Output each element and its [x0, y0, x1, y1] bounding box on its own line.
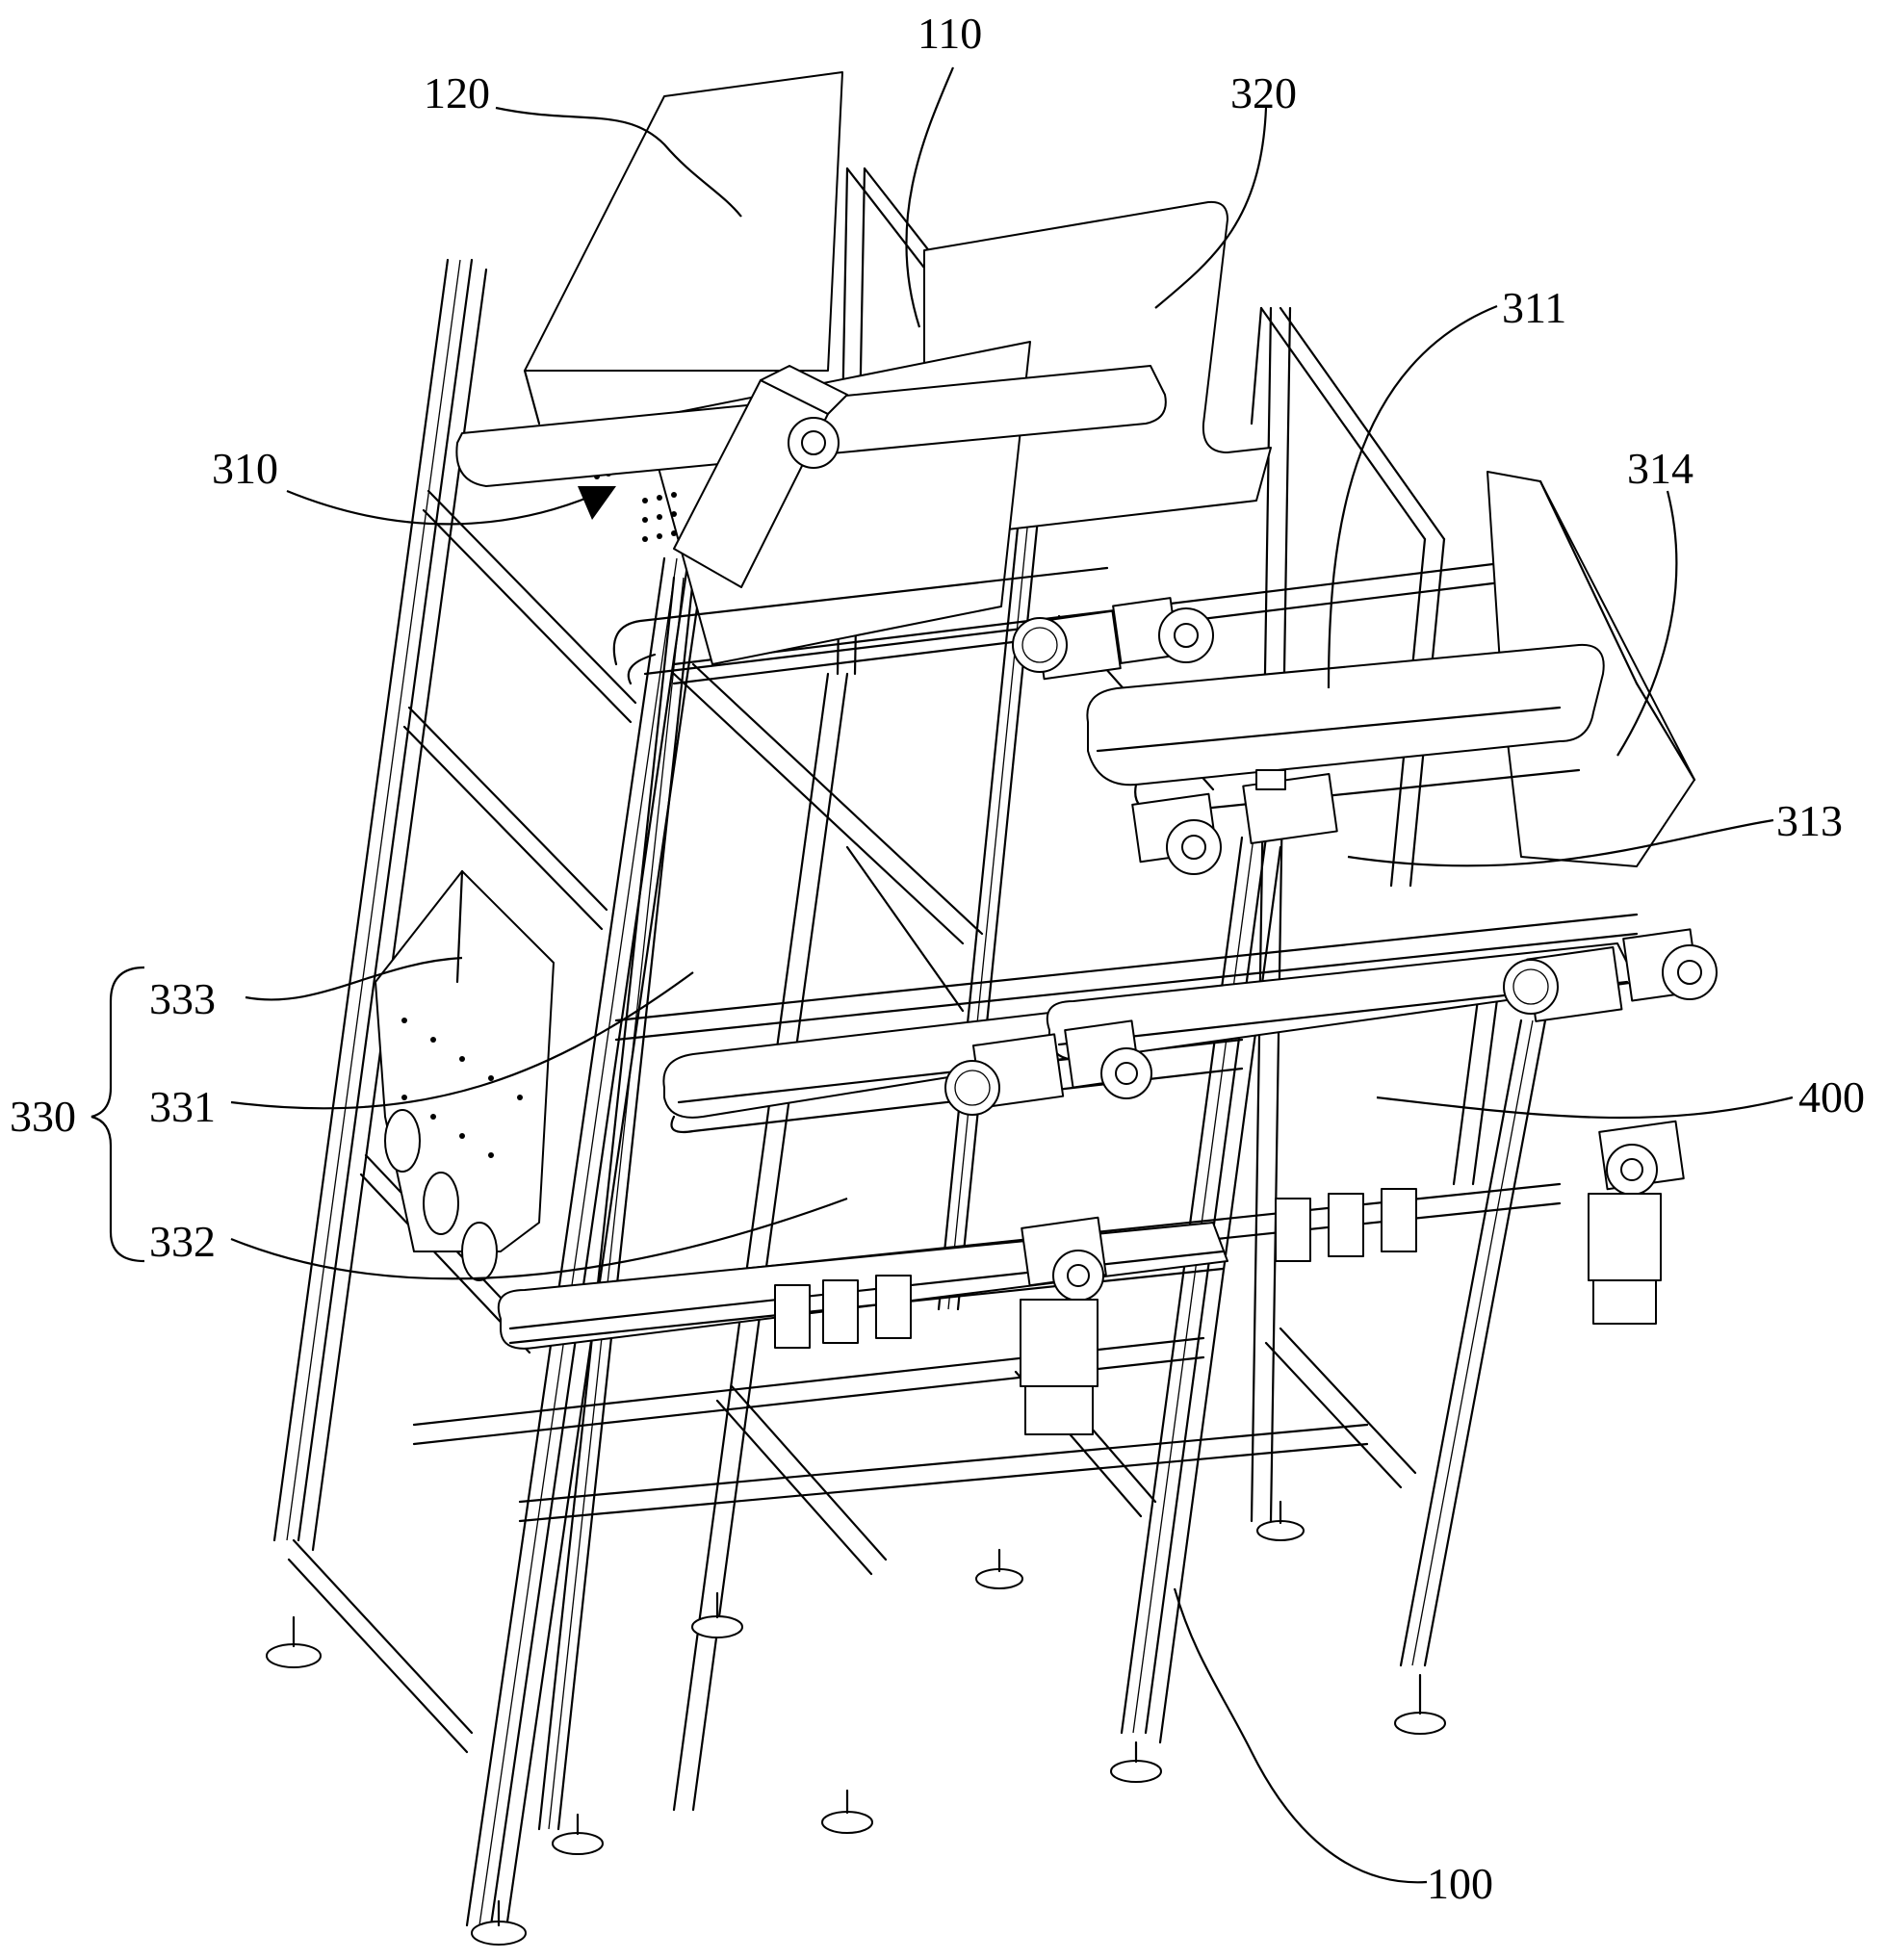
labels: 120 110 320 311 310 314 313 333 331 330 … — [10, 9, 1865, 1908]
frame-post-right-upper — [1389, 537, 1504, 1186]
label-320: 320 — [1230, 68, 1297, 117]
label-314: 314 — [1627, 444, 1693, 493]
motor-right-upper — [1503, 928, 1718, 1022]
frame-post-mid-b — [937, 402, 1051, 1311]
label-310: 310 — [212, 444, 278, 493]
hopper-333 — [375, 870, 555, 1252]
label-313: 313 — [1776, 796, 1843, 845]
frame-structure — [266, 167, 1639, 1946]
leader-400 — [1376, 1096, 1794, 1120]
motor-incline — [673, 365, 848, 588]
leader-310 — [286, 489, 593, 526]
leader-314 — [1616, 490, 1678, 757]
leader-333 — [245, 956, 463, 1001]
leader-110 — [905, 66, 955, 328]
sensor-brackets — [774, 1188, 1417, 1349]
label-333: 333 — [149, 974, 216, 1023]
motor-332 — [1020, 1216, 1107, 1435]
conveyor-332 — [497, 1222, 1228, 1350]
label-331: 331 — [149, 1082, 216, 1131]
label-400: 400 — [1798, 1072, 1865, 1122]
leader-320 — [1154, 107, 1268, 309]
frame-post-back-right — [1250, 306, 1292, 1523]
leader-332 — [230, 1197, 848, 1280]
arrow-310 — [578, 486, 616, 520]
motor-upper — [1012, 597, 1214, 681]
motor-331 — [944, 1019, 1152, 1116]
leader-311 — [1327, 304, 1498, 689]
leader-313 — [1347, 818, 1774, 867]
leader-331 — [230, 971, 694, 1110]
bracket-330 — [90, 966, 145, 1263]
baffle-120 — [524, 71, 843, 372]
label-110: 110 — [918, 9, 982, 58]
leveling-feet — [266, 1500, 1446, 1946]
leader-100 — [1173, 1587, 1428, 1884]
label-330: 330 — [10, 1092, 76, 1141]
label-332: 332 — [149, 1217, 216, 1266]
leader-120 — [495, 106, 742, 218]
leader-lines — [90, 66, 1794, 1884]
label-311: 311 — [1502, 283, 1566, 332]
hopper-333-dots — [401, 1018, 523, 1158]
motor-311 — [1131, 769, 1338, 875]
motor-400 — [1588, 1120, 1685, 1325]
label-120: 120 — [424, 68, 490, 117]
rollers-333 — [384, 1109, 498, 1281]
frame-post-mid-a — [672, 672, 849, 1812]
motors — [673, 365, 1718, 1435]
label-100: 100 — [1427, 1859, 1493, 1908]
frame-post-left-outer — [272, 258, 488, 1552]
frame-post-left-inner — [537, 576, 695, 1831]
frame-post-right-front — [1399, 1019, 1547, 1667]
